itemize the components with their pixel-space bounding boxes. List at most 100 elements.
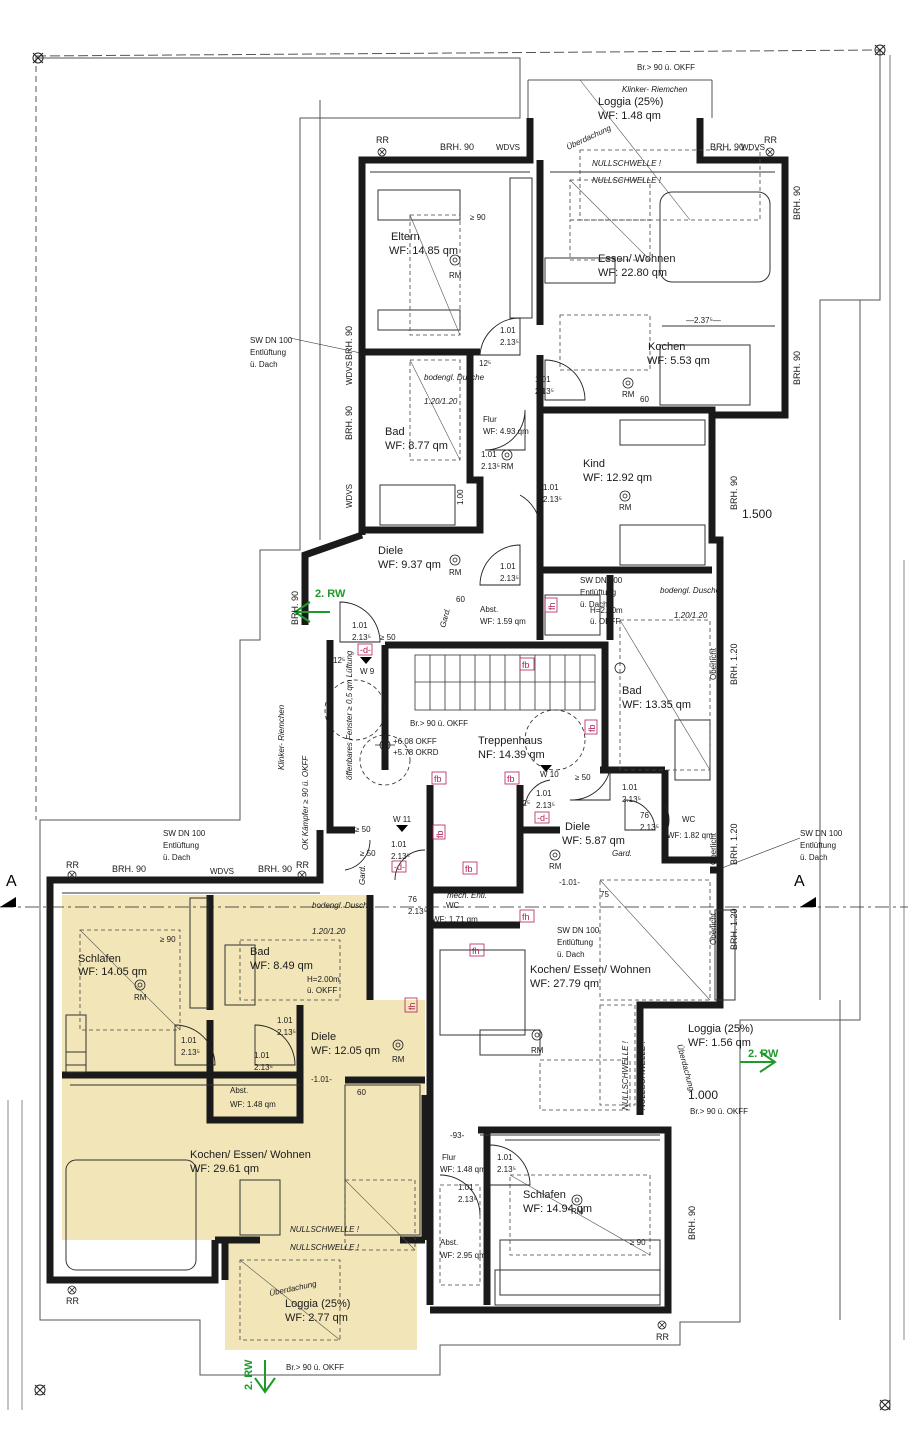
rm-labels: RM RM RM RM RM RM RM RM RM RM <box>134 271 635 1216</box>
room-area: WF: 14.94 qm <box>523 1203 592 1215</box>
wdvs-label: WDVS <box>496 143 520 152</box>
vent-note: ü. Dach <box>800 853 828 862</box>
door-width: 1.01 <box>536 789 552 798</box>
vent-note: Entlüftung <box>580 588 616 597</box>
room-name: Eltern <box>391 231 420 243</box>
escape-route-labels: 2. RW 2. RW 2. RW <box>243 588 779 1390</box>
clearance-label: ≥ 50 <box>360 849 376 858</box>
dimension-label: -1.01- <box>311 1075 332 1084</box>
fb-label: fb <box>507 774 515 784</box>
nullschwelle-label: NULLSCHWELLE ! <box>290 1225 360 1234</box>
fb-label: fb <box>522 660 530 670</box>
room-area: WF: 1.48 qm <box>598 110 661 122</box>
shower-note: 1.20/1.20 <box>312 927 346 936</box>
height-note: ü. OKFF <box>307 986 337 995</box>
window-labels: W 9 W 10 W 11 <box>360 657 559 832</box>
clearance-label: ≥ 90 <box>470 213 486 222</box>
room-name: Loggia (25%) <box>598 96 663 108</box>
vent-notes: SW DN 100 Entlüftung ü. Dach SW DN 100 E… <box>163 336 843 959</box>
room-area: WF: 4.93 qm <box>483 427 529 436</box>
fh-label: fh <box>547 602 557 610</box>
vent-note: Entlüftung <box>250 348 286 357</box>
door-height: 2.13⁵ <box>500 574 519 583</box>
room-name: Loggia (25%) <box>688 1023 753 1035</box>
room-area: WF: 12.05 qm <box>311 1045 380 1057</box>
door-height: 2.13⁵ <box>481 462 500 471</box>
rr-label: RR <box>66 1296 79 1306</box>
rr-labels: RR RR RR RR RR RR <box>66 135 777 1342</box>
room-labels: Eltern WF: 14.85 qm Essen/ Wohnen WF: 22… <box>78 96 753 1324</box>
room-name: WC <box>446 901 460 910</box>
clearance-label: ≥ 90 <box>630 1238 646 1247</box>
clearance-label: ≥ 50 <box>380 633 396 642</box>
room-name: Kind <box>583 458 605 470</box>
gard-label: Gard. <box>358 865 367 885</box>
parapet-label: Br.> 90 ü. OKFF <box>410 719 468 728</box>
window-note: öffenbares Fenster ≥ 0,5 qm Lüftung <box>345 650 354 780</box>
rainwater-pipe-markers <box>67 147 775 1330</box>
brh-label: BRH. 1.20 <box>729 908 739 950</box>
stair-treads <box>414 654 596 711</box>
clinker-label: Klinker- Riemchen <box>622 85 688 94</box>
rm-label: RM <box>449 271 462 280</box>
window-marker-icon <box>540 765 552 772</box>
shower-note: 1.20/1.20 <box>424 397 458 406</box>
room-name: Kochen/ Essen/ Wohnen <box>190 1149 311 1161</box>
door-width: 1.01 <box>497 1153 513 1162</box>
nullschwelle-label: NULLSCHWELLE ! <box>290 1243 360 1252</box>
room-area: WF: 27.79 qm <box>530 978 599 990</box>
room-area: WF: 8.49 qm <box>250 960 313 972</box>
rm-label: RM <box>549 862 562 871</box>
brh-label: BRH. 90 <box>112 864 146 874</box>
room-name: Schlafen <box>523 1189 566 1201</box>
room-area: WF: 14.05 qm <box>78 966 147 978</box>
room-area: WF: 13.35 qm <box>622 699 691 711</box>
escape-arrow-right-icon <box>740 1051 777 1073</box>
room-area: WF: 1.56 qm <box>688 1037 751 1049</box>
wall-details <box>62 171 775 1306</box>
door-height: 2.13⁵ <box>391 852 410 861</box>
w-label: W 9 <box>360 667 375 676</box>
door-swings <box>174 317 670 1216</box>
door-width: 1.01 <box>543 483 559 492</box>
rm-label: RM <box>571 1207 584 1216</box>
parapet-label: Br.> 90 ü. OKFF <box>286 1363 344 1372</box>
dim-number: 12⁵ <box>333 656 345 665</box>
vent-note: SW DN 100 <box>557 926 600 935</box>
level-note: +5.78 OKRD <box>393 748 439 757</box>
brh-label: BRH. 90 <box>344 326 354 360</box>
dim-number: 60 <box>456 595 465 604</box>
door-height: 2.13⁵ <box>181 1048 200 1057</box>
section-a-right: A <box>794 873 805 890</box>
site-outline <box>7 49 905 1410</box>
escape-route-arrows <box>254 601 777 1394</box>
shower-notes: bodengl. Dusche 1.20/1.20 bodengl. Dusch… <box>312 373 721 936</box>
wdvs-labels: WDVS WDVS WDVS WDVS WDVS <box>210 143 765 876</box>
fire-marker-boxes <box>357 597 598 1013</box>
rw-label: 2. RW <box>243 1359 255 1390</box>
d-label: -d- <box>537 813 548 823</box>
fire-marker-labels: fb fb fb fb fb fb fh fh fh fh -d- -d- -d… <box>360 602 597 1010</box>
highlighted-apartment <box>62 895 425 1350</box>
room-name: Abst. <box>440 1238 458 1247</box>
dim-number: 12⁵ <box>479 359 491 368</box>
door-width: 1.01 <box>254 1051 270 1060</box>
rr-label: RR <box>66 860 79 870</box>
room-name: Flur <box>483 415 497 424</box>
rw-label: 2. RW <box>748 1048 779 1060</box>
fh-label: fh <box>522 912 530 922</box>
room-area: WF: 29.61 qm <box>190 1163 259 1175</box>
height-note: H=2.00m <box>590 606 623 615</box>
vent-note: SW DN 100 <box>800 829 843 838</box>
clearance-label: ≥ 50 <box>355 825 371 834</box>
door-width: 1.01 <box>622 783 638 792</box>
nullschwelle-label: NULLSCHWELLE ! <box>621 1040 630 1110</box>
dimension-label: -93- <box>450 1131 465 1140</box>
room-name: Kochen <box>648 341 685 353</box>
d-label: -d- <box>394 862 405 872</box>
door-width: 1.01 <box>391 840 407 849</box>
rr-label: RR <box>296 860 309 870</box>
oberlicht-label: Oberlicht <box>709 912 718 945</box>
rr-label: RR <box>376 135 389 145</box>
